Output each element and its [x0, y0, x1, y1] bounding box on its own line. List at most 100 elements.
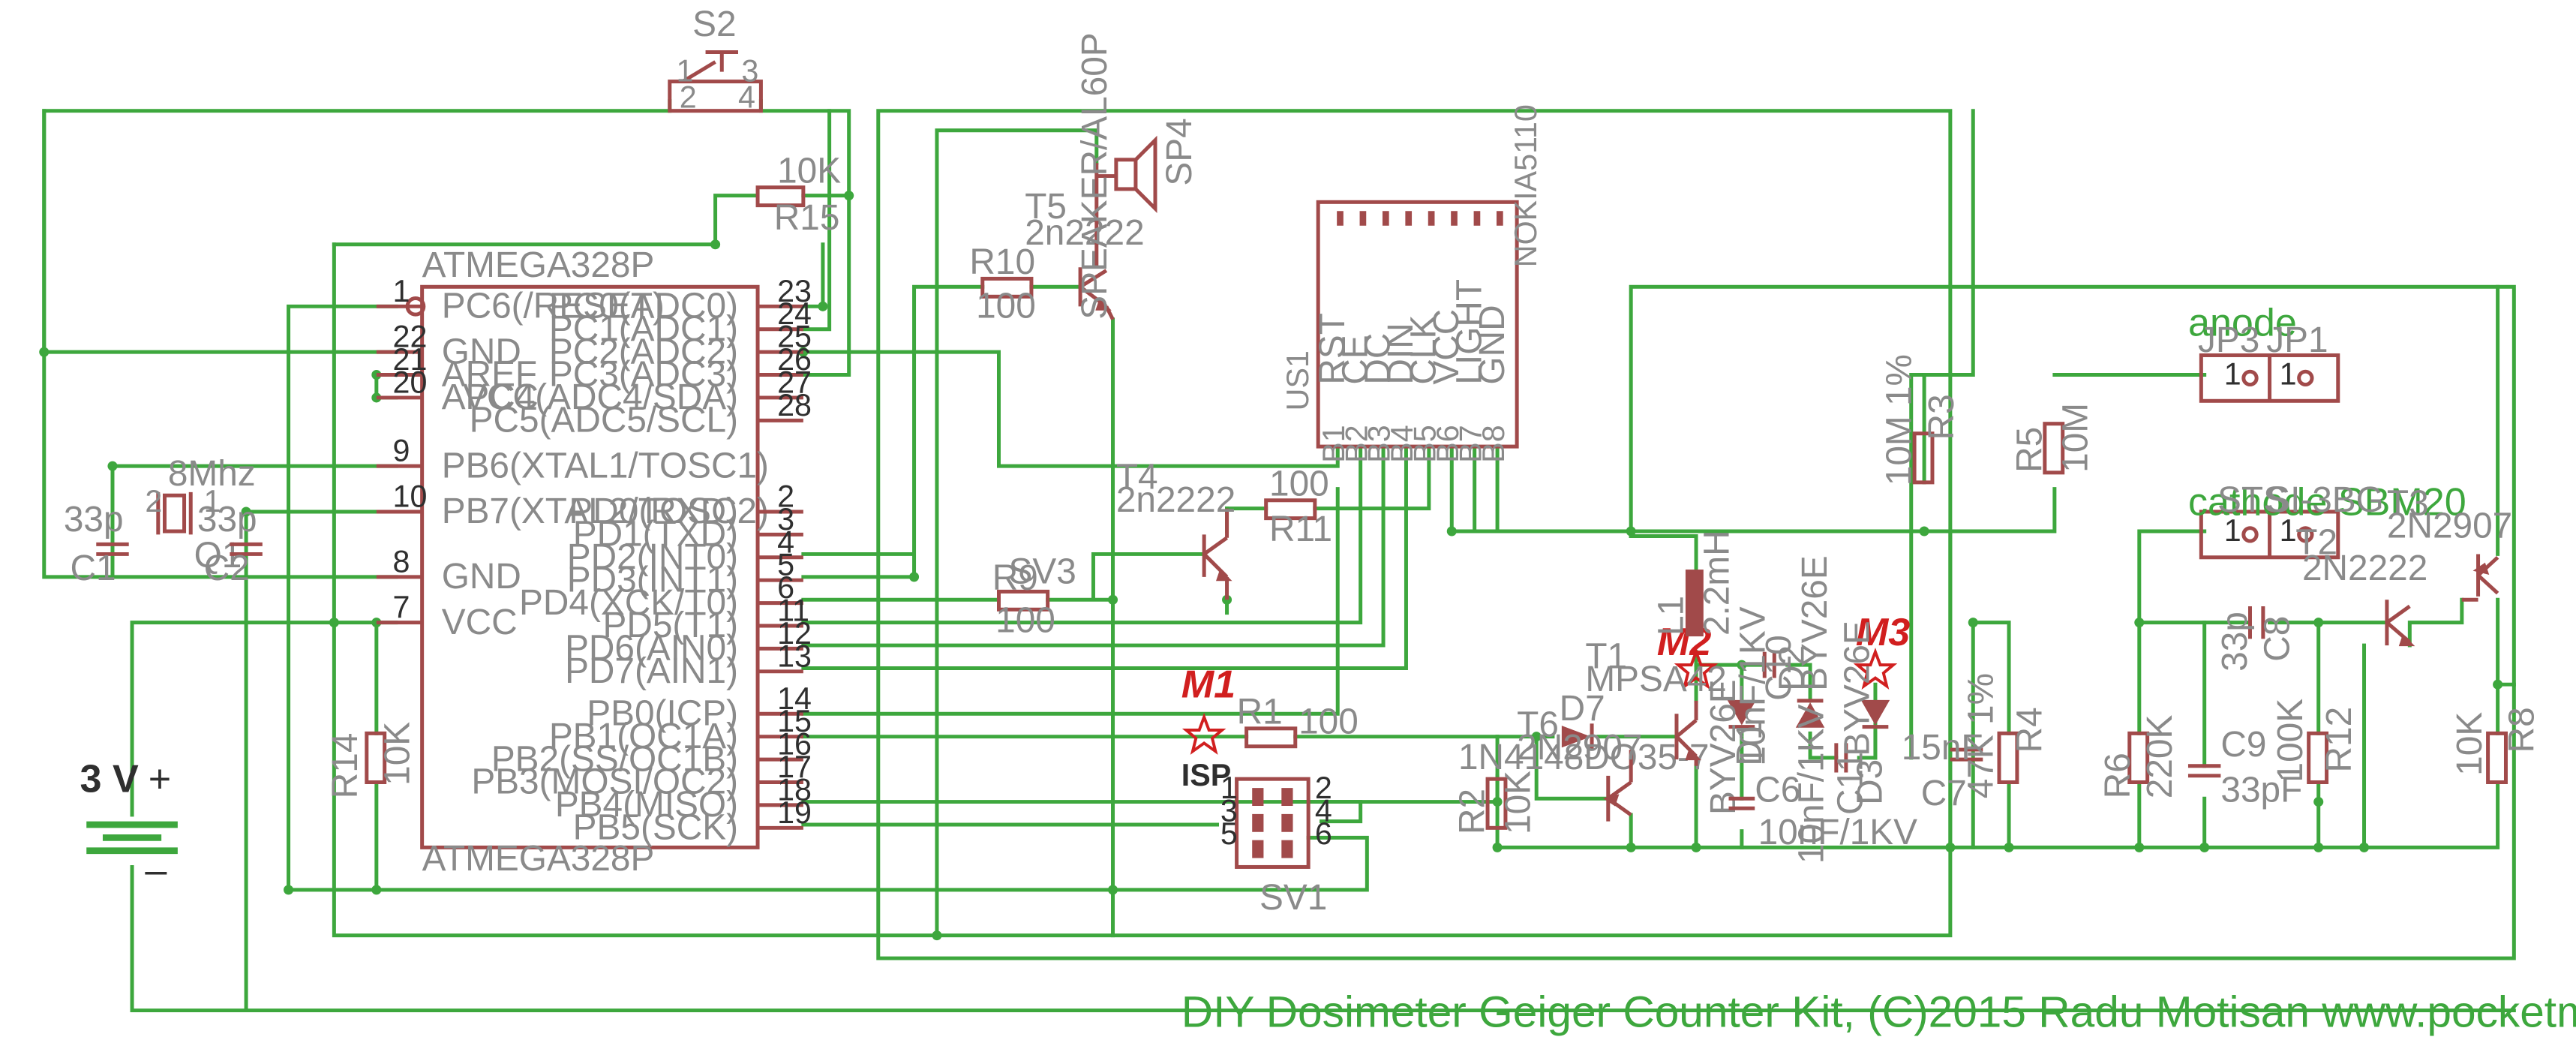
- c6-value: 10nF/1KV: [1758, 813, 1918, 852]
- mcu-pin-name: PB4(MISO): [555, 785, 738, 825]
- mcu-pin-number: 7: [393, 590, 410, 624]
- s2-pin1: 1: [676, 54, 693, 89]
- mcu-pin-name: PD2(INT0): [567, 537, 738, 577]
- lcd-pin-name: DIN: [1381, 323, 1421, 384]
- capacitor-c10: C10 10nF/1KV: [1733, 606, 1799, 766]
- mcu-pin-number: 9: [393, 434, 410, 468]
- t1-value: MPSA42: [1585, 660, 1727, 699]
- r4-label: R4: [2010, 707, 2049, 753]
- mcu-pin-number: 8: [393, 544, 410, 579]
- lcd-top-pads: [1337, 211, 1503, 226]
- mcu-pin-number: 19: [777, 795, 812, 830]
- mcu-pin-number: 4: [777, 525, 794, 559]
- speaker-sp4: SP4 SPEAKER/AL60P: [1075, 32, 1199, 319]
- mcu-pin-name: PB6(XTAL1/TOSC1): [442, 446, 769, 485]
- mcu-pin-number: 6: [777, 570, 794, 605]
- resistor-r12: 100K R12: [2271, 699, 2359, 784]
- mcu-pin-name: PD4(XCK/T0): [519, 583, 738, 623]
- mcu-pin-number: 18: [777, 772, 812, 807]
- d3-label: D3: [1851, 759, 1890, 805]
- lcd-pin-name: VCC: [1427, 309, 1467, 385]
- r11-value: 100: [1269, 464, 1329, 503]
- marker-m3: M3: [1856, 611, 1910, 654]
- mcu-pin-number: 22: [393, 320, 428, 354]
- t3-value: 2N2907: [2387, 506, 2512, 546]
- r5-label: R5: [2010, 427, 2049, 473]
- mcu-pin-name: PC6(/RESET): [442, 287, 665, 326]
- t2-label: T2: [2295, 522, 2337, 562]
- r14-value: 10K: [377, 722, 417, 786]
- isp-pin6: 6: [1315, 816, 1332, 851]
- resistor-r1: R1 100: [1237, 692, 1359, 749]
- resistor-r9: R9 SV3 100: [992, 552, 1076, 641]
- c2-value: 33p: [197, 500, 257, 540]
- isp-label: ISP: [1181, 758, 1232, 792]
- anode-label: anode: [2188, 301, 2297, 344]
- l1-label: L1: [1652, 596, 1692, 636]
- resistor-r11: 100 R11: [1264, 464, 1332, 549]
- mcu-pin-number: 1: [393, 274, 410, 308]
- mcu-pin-number: 21: [393, 342, 428, 377]
- r1-value: 100: [1299, 702, 1359, 741]
- transistor-t2: T2 2N2222: [2295, 522, 2427, 647]
- mcu-pin-number: 3: [777, 502, 794, 537]
- capacitor-c7: 15nF C7: [1902, 728, 1983, 813]
- lcd-pad-name: B2: [1339, 425, 1374, 462]
- r6-label: R6: [2098, 753, 2138, 798]
- mcu-pin-name: PB2(SS/OC1B): [491, 739, 738, 779]
- q1-pin1: 1: [204, 484, 221, 518]
- mcu-pin-number: 16: [777, 727, 812, 762]
- mcu-pin-name: AREF: [442, 355, 537, 395]
- mcu-pin-name: PC5(ADC5/SCL): [470, 401, 738, 440]
- lcd-pin-name: GND: [1473, 305, 1512, 384]
- s2-pin4: 4: [738, 80, 755, 114]
- resistor-r8: 10K R8: [2450, 707, 2541, 784]
- c10-value: 10nF/1KV: [1733, 606, 1773, 766]
- diode-d2: BYV26E D2: [1772, 555, 1835, 728]
- r15-label: R15: [774, 198, 840, 238]
- c8-value: 33p: [2215, 612, 2255, 672]
- r8-label: R8: [2502, 707, 2541, 753]
- sv1-label: SV1: [1259, 878, 1327, 918]
- mcu-ref: ATMEGA328P: [422, 245, 655, 285]
- t6-label: T6: [1517, 705, 1559, 745]
- test-markers: M1 M2 M3: [1181, 611, 1910, 755]
- connector-sv1-isp: ISP SV1 1 2 3 4 5 6: [1181, 758, 1332, 918]
- r5-value: 10M: [2055, 403, 2095, 473]
- inductor-l1: L1 2.2mH: [1652, 530, 1737, 637]
- r10-value: 100: [976, 287, 1036, 326]
- diode-d7: D7 1N4148DO35-7: [1458, 689, 1710, 777]
- mcu-pin-name: PB7(XTAL2/TOSC2): [442, 491, 769, 531]
- capacitor-c9: C9 33pF: [2187, 725, 2302, 810]
- mcu-pin-name: PC0(ADC0): [549, 287, 738, 326]
- lcd-pad-name: B7: [1453, 425, 1488, 462]
- mcu-pin-name: PD3(INT1): [567, 560, 738, 600]
- isp-pin4: 4: [1315, 794, 1332, 828]
- c9-label: C9: [2220, 725, 2266, 765]
- battery-plus: +: [149, 758, 171, 801]
- si3bg-label: SI-3BG: [2266, 480, 2384, 520]
- t1-label: T1: [1585, 636, 1627, 676]
- r10-label: R10: [969, 242, 1035, 282]
- mcu-pin-name: PB5(SCK): [573, 808, 738, 848]
- r4-value: 47K 1%: [1961, 673, 2001, 798]
- c11-value: 10nF/1KV: [1791, 705, 1831, 864]
- c8-label: C8: [2258, 616, 2298, 662]
- r12-value: 100K: [2271, 699, 2310, 783]
- lcd-ref: US1: [1280, 350, 1315, 410]
- crystal-q1: 8Mhz Q1 2 1: [145, 454, 255, 576]
- battery-3v: 3 V + –: [80, 758, 178, 892]
- c9-value: 33pF: [2220, 771, 2302, 810]
- resistor-r3: 10M 1% R3: [1880, 354, 1962, 485]
- resistor-r6: R6 220K: [2098, 715, 2180, 799]
- sp4-value: SPEAKER/AL60P: [1075, 32, 1115, 319]
- lcd-pin-name: LIGHT: [1449, 279, 1489, 385]
- mcu-pin-name: PB1(OC1A): [549, 717, 738, 756]
- mcu-pin-name: PB0(ICP): [587, 693, 738, 733]
- d3-value: BYV26E: [1837, 621, 1877, 756]
- t5-label: T5: [1025, 187, 1067, 227]
- resistor-r4: 47K 1% R4: [1961, 673, 2049, 798]
